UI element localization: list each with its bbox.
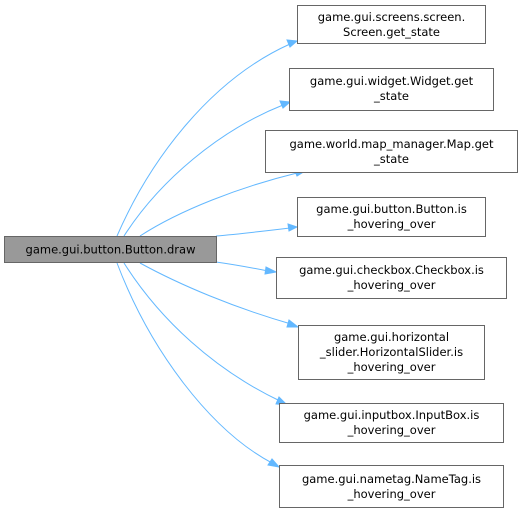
node-label-line2: _state (373, 89, 409, 103)
root-node-label: game.gui.button.Button.draw (26, 243, 196, 257)
node-label-line2: _slider.HorizontalSlider.is (319, 345, 463, 359)
node-checkbox-is-hovering-over[interactable]: game.gui.checkbox.Checkbox.is _hovering_… (276, 257, 507, 299)
edge-arrowhead (279, 100, 292, 109)
node-box (298, 325, 485, 380)
node-box (265, 130, 518, 173)
node-button-is-hovering-over[interactable]: game.gui.button.Button.is _hovering_over (297, 197, 486, 237)
edge-arrowhead (287, 223, 299, 232)
node-box (289, 68, 494, 111)
edge-arrowhead (286, 319, 300, 328)
edge-to-checkbox-is-hovering-over (215, 261, 269, 272)
node-label-line1: game.world.map_manager.Map.get (290, 137, 494, 151)
node-label-line1: game.gui.button.Button.is (316, 202, 467, 216)
node-label-line1: game.gui.nametag.NameTag.is (302, 472, 481, 486)
node-label-line3: _hovering_over (347, 360, 436, 374)
edge-arrowhead (264, 266, 278, 275)
node-label-line1: game.gui.widget.Widget.get (310, 74, 474, 88)
edge-arrowhead (286, 39, 299, 48)
node-box (297, 5, 486, 44)
node-box (297, 197, 486, 237)
node-label-line1: game.gui.checkbox.Checkbox.is (299, 263, 484, 277)
node-nametag-is-hovering-over[interactable]: game.gui.nametag.NameTag.is _hovering_ov… (279, 465, 504, 508)
edge-arrowhead (267, 458, 281, 468)
node-box (279, 403, 504, 443)
root-node-box (4, 236, 217, 263)
edge-to-horizontal-slider-is-hovering-over (139, 262, 292, 325)
edge-to-widget-get-state (123, 104, 284, 237)
node-label-line2: _hovering_over (347, 217, 436, 231)
node-map-get-state[interactable]: game.world.map_manager.Map.get _state (265, 130, 518, 173)
node-horizontal-slider-is-hovering-over[interactable]: game.gui.horizontal _slider.HorizontalSl… (298, 325, 485, 380)
node-inputbox-is-hovering-over[interactable]: game.gui.inputbox.InputBox.is _hovering_… (279, 403, 504, 443)
node-label-line2: _hovering_over (347, 487, 436, 501)
node-label-line2: _hovering_over (347, 278, 436, 292)
node-label-line1: game.gui.screens.screen. (318, 10, 465, 24)
node-label-line1: game.gui.inputbox.InputBox.is (304, 408, 480, 422)
node-box (276, 257, 507, 299)
edge-to-map-get-state (139, 172, 298, 237)
edge-to-nametag-is-hovering-over (116, 262, 273, 464)
node-label-line1: game.gui.horizontal (334, 330, 449, 344)
node-box (279, 465, 504, 508)
edge-to-screen-get-state (116, 43, 291, 237)
node-label-line2: _hovering_over (347, 423, 436, 437)
node-widget-get-state[interactable]: game.gui.widget.Widget.get _state (289, 68, 494, 111)
node-screen-get-state[interactable]: game.gui.screens.screen. Screen.get_stat… (297, 5, 486, 44)
node-label-line2: Screen.get_state (343, 25, 440, 39)
edge-to-inputbox-is-hovering-over (123, 262, 281, 402)
node-label-line2: _state (373, 152, 409, 166)
edge-to-button-is-hovering-over (215, 227, 291, 237)
root-node-button-draw[interactable]: game.gui.button.Button.draw (4, 236, 217, 263)
